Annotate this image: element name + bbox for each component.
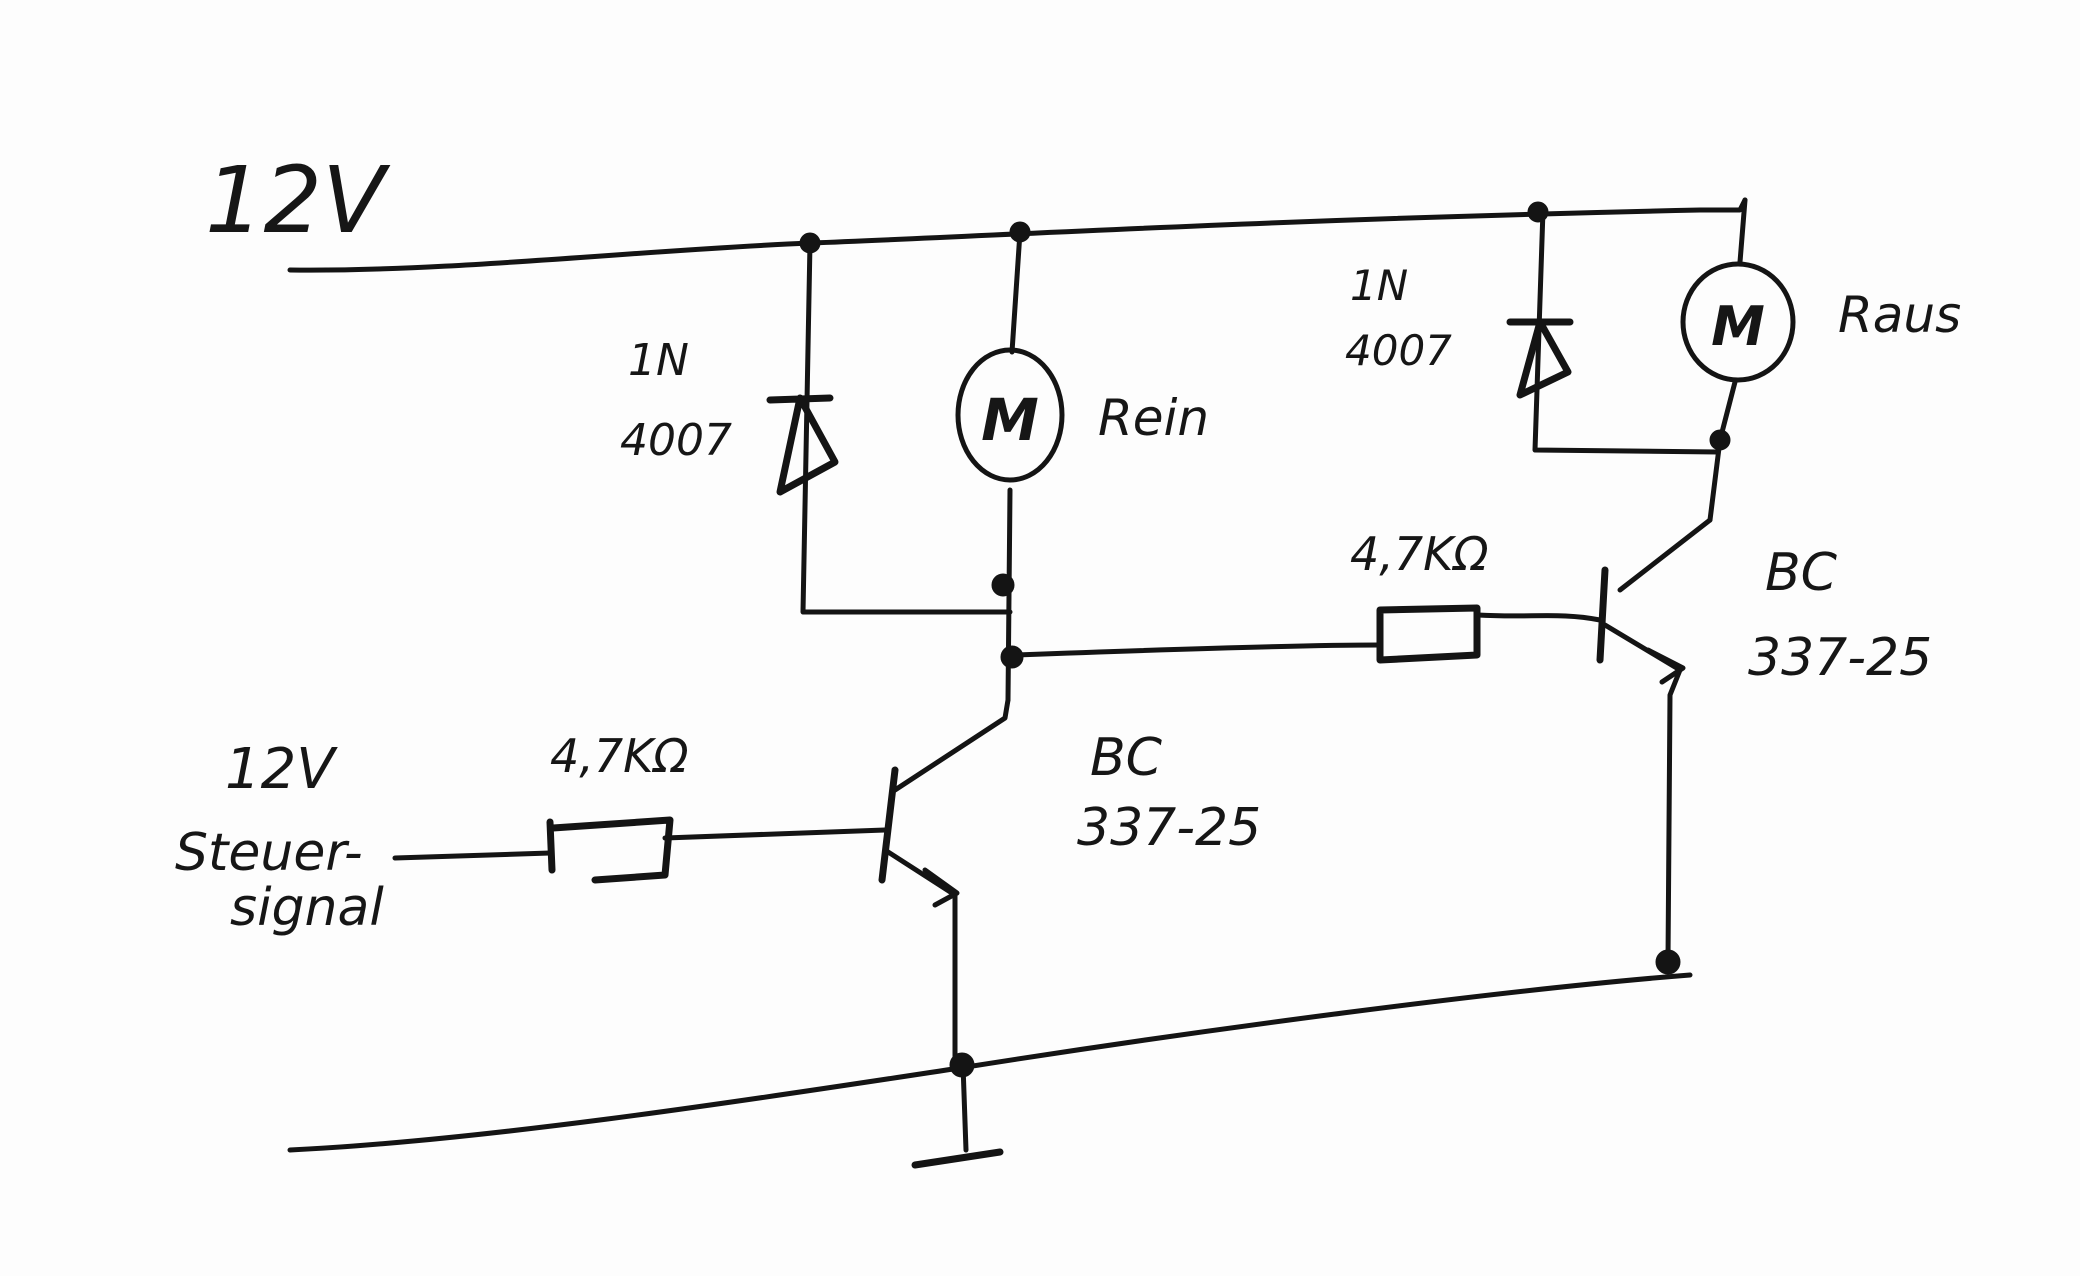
right-collector-wire <box>1617 517 1713 593</box>
right-emitter-arrow <box>1645 647 1686 685</box>
mid-resistor-label: 4,7KΩ <box>1350 527 1488 581</box>
input-resistor-label: 4,7KΩ <box>550 729 688 783</box>
control-voltage-label: 12V <box>225 737 338 802</box>
right-motor-wire <box>1707 197 1748 523</box>
junction-node <box>1709 429 1731 451</box>
ground-symbol <box>911 1148 1004 1169</box>
left-emitter-arrow <box>922 867 960 908</box>
right-motor: M <box>1680 261 1796 383</box>
left-transistor-label: BC 337-25 <box>1077 728 1261 858</box>
left-motor-circle <box>955 347 1065 483</box>
left-transistor-base-bar <box>878 766 899 884</box>
junction-node <box>1655 949 1681 975</box>
right-diode-label: 1N 4007 <box>1345 261 1452 375</box>
junction-node <box>1009 221 1031 243</box>
junction-node <box>1527 201 1549 223</box>
right-transistor-label: BC 337-25 <box>1748 543 1932 688</box>
input-resistor <box>546 816 674 884</box>
junction-node <box>799 232 821 254</box>
control-signal-label: Steuer- signal <box>175 823 384 938</box>
right-diode-wire <box>1532 207 1721 455</box>
junction-node <box>949 1052 975 1078</box>
right-motor-circle <box>1680 261 1796 383</box>
supply-rail <box>287 197 1748 273</box>
input-wire <box>392 827 888 861</box>
supply-voltage-label: 12V <box>205 147 391 254</box>
mid-resistor <box>1376 604 1481 664</box>
left-diode-label: 1N 4007 <box>620 335 732 466</box>
right-motor-label: Raus <box>1838 286 1961 344</box>
ground-drop-wire <box>960 1062 969 1153</box>
left-motor-wire <box>1005 229 1023 703</box>
left-motor: M <box>955 347 1065 483</box>
left-diode-symbol <box>766 394 839 496</box>
left-collector-wire <box>892 697 1011 793</box>
left-motor-label: Rein <box>1098 389 1209 447</box>
junction-node <box>1000 645 1024 669</box>
mid-link-wire <box>1012 612 1603 658</box>
right-motor-symbol: M <box>1711 295 1765 358</box>
ground-rail <box>287 972 1693 1153</box>
right-diode-symbol <box>1506 318 1574 399</box>
right-emitter-wire <box>1602 622 1683 963</box>
left-motor-symbol: M <box>981 386 1039 454</box>
junction-node <box>991 573 1015 597</box>
left-diode-wire <box>800 240 1013 615</box>
right-transistor-base-bar <box>1596 566 1609 664</box>
